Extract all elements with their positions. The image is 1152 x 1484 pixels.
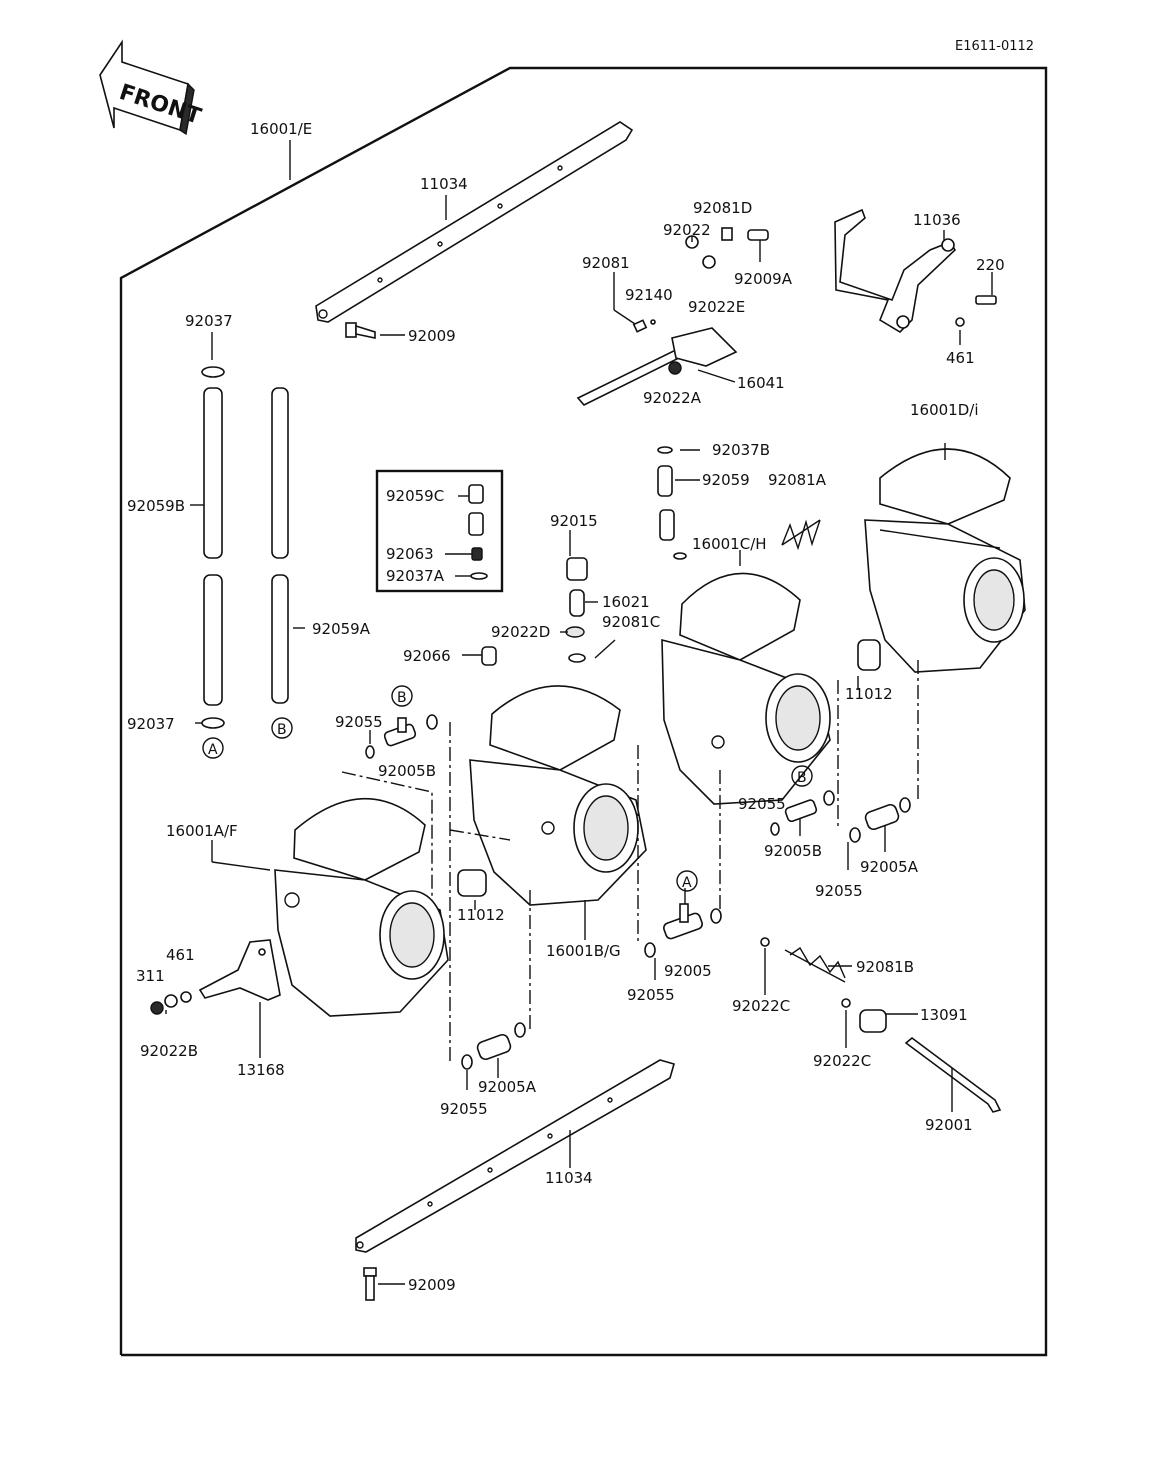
inset-box: 92059C 92063 92037A [375,469,504,593]
label-461-top: 461 [946,349,975,367]
label-92005A-right: 92005A [860,858,919,876]
label-92081D: 92081D [693,199,752,217]
diagram-code: E1611-0112 [955,39,1034,54]
throttle-shaft-assembly [576,227,769,406]
inset-label-92059C: 92059C [386,487,444,505]
label-92005B-right: 92005B [764,842,822,860]
label-16001Di: 16001D/i [910,401,979,419]
hose-92059A [271,387,289,704]
label-92037-top: 92037 [185,312,233,330]
label-92140: 92140 [625,286,673,304]
label-92059: 92059 [702,471,750,489]
label-461-bottom: 461 [166,946,195,964]
ref-marker-A1: A [202,737,224,759]
label-92055-right: 92055 [738,795,786,813]
label-92009-top: 92009 [408,327,456,345]
svg-text:B: B [277,722,287,738]
ref-marker-B3: B [791,765,813,787]
label-92022A: 92022A [643,389,702,407]
label-92037B: 92037B [712,441,770,459]
svg-text:B: B [797,770,807,786]
label-92066: 92066 [403,647,451,665]
label-11036: 11036 [913,211,961,229]
inset-label-92037A: 92037A [386,567,445,585]
label-16001E: 16001/E [250,120,312,138]
label-11012-right: 11012 [845,685,893,703]
svg-text:B: B [397,690,407,706]
label-92009-bottom: 92009 [408,1276,456,1294]
label-92022C-2: 92022C [813,1052,871,1070]
svg-text:A: A [682,875,692,891]
label-92081B: 92081B [856,958,914,976]
plate-13168 [150,939,281,1015]
label-13091: 13091 [920,1006,968,1024]
label-92009A: 92009A [734,270,793,288]
label-16001AF: 16001A/F [166,822,238,840]
part-labels: 16001/E 11034 92081D 92022 92081 92009A … [127,120,1005,1294]
bracket-11034-top [315,121,634,323]
label-92055-left: 92055 [440,1100,488,1118]
label-92005: 92005 [664,962,712,980]
label-92081C: 92081C [602,613,660,631]
diagram-frame [119,66,1048,1357]
label-11034-top: 11034 [420,175,468,193]
label-92001: 92001 [925,1116,973,1134]
label-92059B: 92059B [127,497,185,515]
ref-marker-B2: B [391,685,413,707]
label-92081: 92081 [582,254,630,272]
screw-92009-bottom [363,1267,377,1301]
ref-marker-B1: B [271,717,293,739]
carburetor-16001B [469,685,647,906]
label-92005A-left: 92005A [478,1078,537,1096]
label-16021: 16021 [602,593,650,611]
carburetor-16001C [661,572,831,805]
spring-92081A [781,519,821,551]
hose-92059B [201,366,225,729]
leader-lines [165,140,993,1285]
label-92037-bottom: 92037 [127,715,175,733]
label-92022E: 92022E [688,298,745,316]
inset-label-92063: 92063 [386,545,434,563]
label-16041: 16041 [737,374,785,392]
label-92022: 92022 [663,221,711,239]
carburetor-16001A [274,797,449,1017]
front-arrow-icon: FRONT [99,39,204,136]
label-11012-mid: 11012 [457,906,505,924]
label-311: 311 [136,967,165,985]
carburetor-16001D [864,448,1026,673]
fuel-fittings [365,639,911,1070]
label-92081A: 92081A [768,471,827,489]
ref-marker-A2: A [676,870,698,892]
label-16001BG: 16001B/G [546,942,621,960]
screw-92009-top [345,322,376,339]
label-92022D: 92022D [491,623,550,641]
label-92005B-left: 92005B [378,762,436,780]
label-92059A: 92059A [312,620,371,638]
label-92055-mid: 92055 [627,986,675,1004]
idle-adjuster [760,937,1002,1113]
label-13168: 13168 [237,1061,285,1079]
linkage-11036 [834,208,997,334]
small-parts-center [481,446,821,666]
bracket-11034-bottom [355,1059,675,1253]
label-92022C-1: 92022C [732,997,790,1015]
label-220: 220 [976,256,1005,274]
label-92055-right2: 92055 [815,882,863,900]
svg-text:A: A [208,742,218,758]
label-92022B: 92022B [140,1042,198,1060]
label-11034-bottom: 11034 [545,1169,593,1187]
label-92055-a: 92055 [335,713,383,731]
label-16001CH: 16001C/H [692,535,767,553]
label-92015: 92015 [550,512,598,530]
